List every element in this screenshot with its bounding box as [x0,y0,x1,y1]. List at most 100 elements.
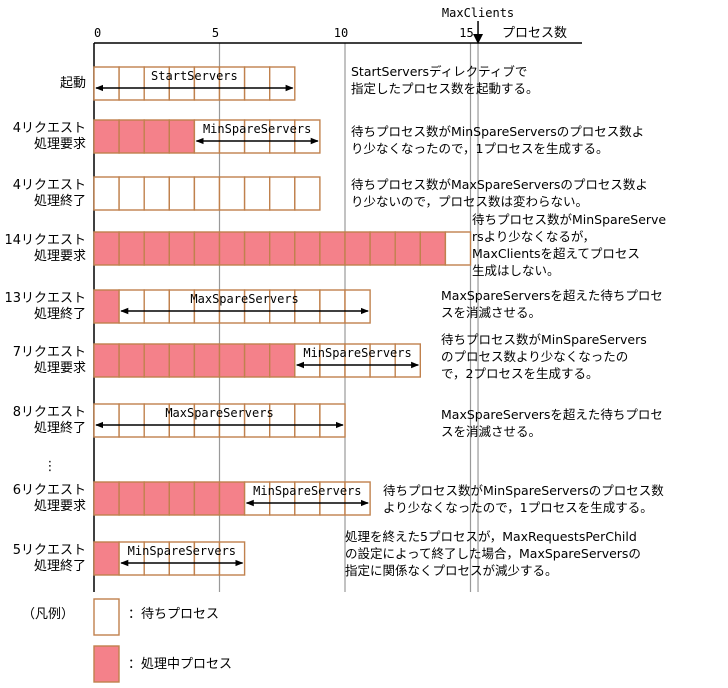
row-label-line: 8リクエスト [13,405,86,420]
row-label-line: 処理終了 [34,193,86,209]
busy-process-cell [118,231,145,266]
maxclients-pointer-head [473,34,484,44]
range-arrow-label: MinSpareServers [128,544,236,558]
row-description-line: の設定によって終了した場合，MaxSpareServersの [345,546,641,561]
busy-process-cell [193,231,221,266]
row-label-line: 4リクエスト [13,178,86,193]
idle-process-cell [243,66,271,101]
idle-process-cell [193,66,221,101]
idle-process-cell [269,403,296,438]
row-label-line: 処理要求 [34,249,86,264]
idle-process-cell [344,481,371,516]
axis-tick-label: 0 [94,26,101,40]
row-label: 13リクエスト処理終了 [4,291,86,322]
row-label: 4リクエスト処理終了 [13,178,86,209]
row-label: 14リクエスト処理要求 [4,233,86,264]
idle-process-cell [319,289,346,324]
idle-process-cell [294,343,321,378]
axis-unit-label: プロセス数 [502,26,567,41]
row-description-line: 待ちプロセス数がMinSpareServersのプロセス数よ [351,124,644,139]
busy-process-cell [93,541,120,576]
busy-process-cell [93,481,120,516]
row-description-line: 待ちプロセス数がMinSpareServe [472,212,666,227]
idle-process-cell [168,289,196,324]
row-description-line: 待ちプロセス数がMinSpareServersのプロセス数 [383,483,664,498]
busy-process-cell [369,231,396,266]
idle-process-cell [294,403,321,438]
busy-process-cell [218,481,246,516]
row-description-line: 生成はしない。 [472,263,560,278]
row-label-line: 処理終了 [34,420,86,436]
legend-idle-label: ：待ちプロセス [128,607,219,622]
process-row: 4リクエスト処理終了待ちプロセス数がMaxSpareServersのプロセス数よ… [13,176,648,211]
busy-process-cell [344,231,371,266]
idle-process-cell [118,176,145,211]
row-description: 待ちプロセス数がMinSpareServersのプロセス数より少なくなったので，… [351,124,644,156]
busy-process-cell [419,231,447,266]
idle-process-cell [118,66,145,101]
process-row: 5リクエスト処理終了MinSpareServers処理を終えた5プロセスが，Ma… [13,529,641,578]
maxclients-label: MaxClients [442,6,514,20]
idle-process-cell [294,289,321,324]
ellipsis: ⋮ [44,459,57,474]
busy-process-cell [394,231,422,266]
busy-process-cell [243,343,271,378]
row-description: MaxSpareServersを超えた待ちプロセスを消滅させる。 [441,288,663,320]
busy-process-cell [143,481,170,516]
row-description-line: スを消滅させる。 [441,305,541,320]
range-arrow-label: MaxSpareServers [190,292,298,306]
process-row: 7リクエスト処理要求MinSpareServers待ちプロセス数がMinSpar… [13,332,647,381]
busy-process-cell [243,231,271,266]
busy-process-cell [168,119,196,154]
row-description-line: より少なくなったので，1プロセスを生成する。 [383,500,653,515]
busy-process-cell [193,481,221,516]
row-description-line: り少ないので，プロセス数は変わらない。 [351,194,588,209]
row-description: MaxSpareServersを超えた待ちプロセスを消滅させる。 [441,407,663,439]
idle-process-cell [118,541,145,576]
busy-process-cell [118,343,145,378]
axis-tick-label: 10 [334,26,348,40]
idle-process-cell [143,66,170,101]
idle-process-cell [319,403,346,438]
idle-process-cell [269,176,296,211]
row-label: 7リクエスト処理要求 [13,345,86,376]
idle-process-cell [243,289,271,324]
idle-process-cell [319,343,346,378]
legend-idle-box [93,598,120,636]
idle-process-cell [444,231,472,266]
row-description-line: で，2プロセスを生成する。 [441,366,598,381]
busy-process-cell [118,119,145,154]
idle-process-cell [193,541,221,576]
range-arrow-label: MinSpareServers [203,122,311,136]
row-description: StartServersディレクティブで指定したプロセス数を起動する。 [351,64,539,96]
axis-tick-label: 5 [212,26,219,40]
idle-process-cell [294,119,321,154]
row-description-line: 処理を終えた5プロセスが，MaxRequestsPerChild [345,529,637,544]
idle-process-cell [243,176,271,211]
busy-process-cell [143,119,170,154]
idle-process-cell [269,119,296,154]
idle-process-cell [143,289,170,324]
idle-process-cell [118,403,145,438]
row-description: 待ちプロセス数がMinSpareServersのプロセス数より少なくなったので，… [383,483,664,515]
busy-process-cell [168,343,196,378]
idle-process-cell [294,481,321,516]
busy-process-cell [168,481,196,516]
idle-process-cell [168,541,196,576]
idle-process-cell [168,176,196,211]
row-label-line: 5リクエスト [13,543,86,558]
row-description-line: MaxSpareServersを超えた待ちプロセ [441,407,663,422]
idle-process-cell [143,541,170,576]
idle-process-cell [93,403,120,438]
row-label: 4リクエスト処理要求 [13,121,86,152]
row-label-line: 処理要求 [34,137,86,152]
busy-process-cell [218,231,246,266]
idle-process-cell [218,289,246,324]
busy-process-cell [319,231,346,266]
row-description-line: rsより少なくなるが， [472,229,595,244]
busy-process-cell [143,231,170,266]
row-description: 処理を終えた5プロセスが，MaxRequestsPerChild の設定によって終… [345,529,641,578]
